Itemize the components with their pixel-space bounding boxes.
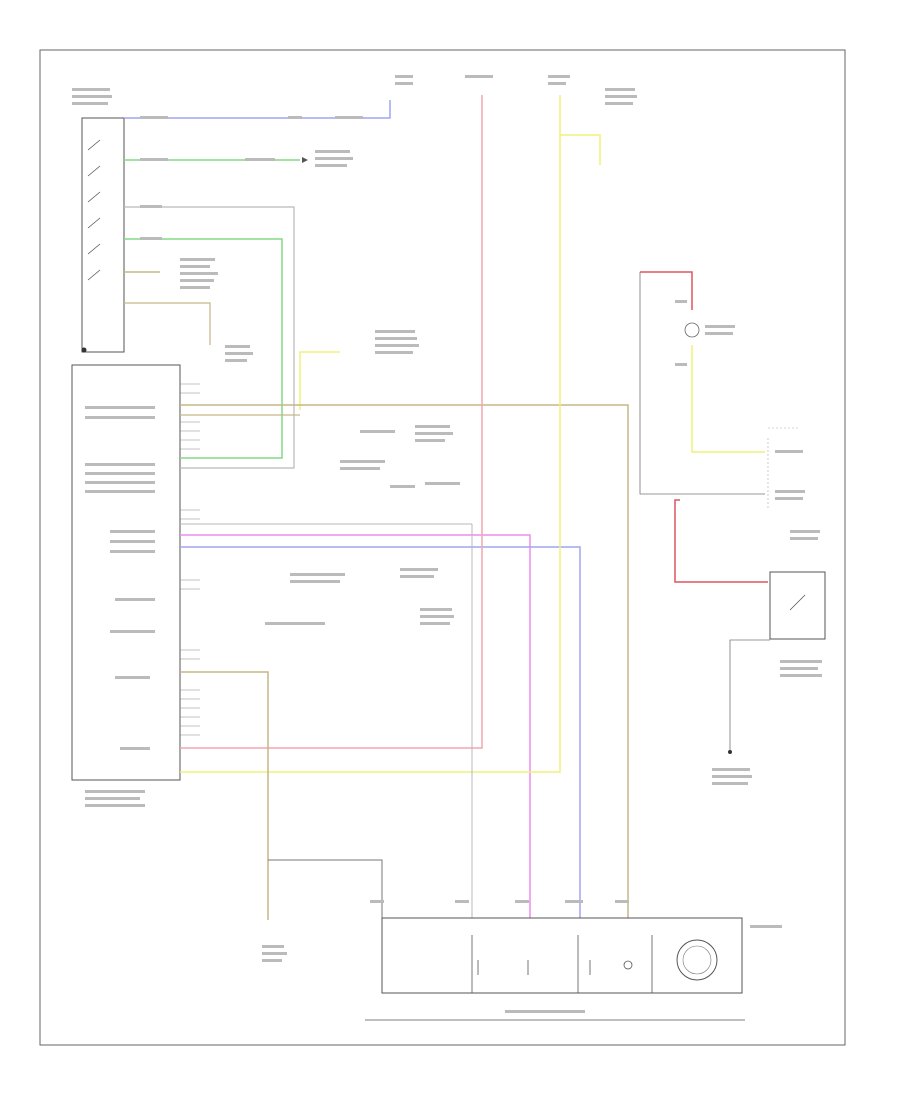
solenoid-coils	[477, 960, 633, 975]
wire-tan-long-1	[180, 404, 629, 918]
wire-yellow-lamp	[691, 345, 765, 453]
wire-blue-top	[124, 100, 391, 119]
multifunction-switch-box	[81, 117, 125, 353]
wire-yellow-branch	[560, 134, 601, 165]
control-module-box	[71, 364, 181, 781]
wire-solid-red-top	[640, 271, 693, 310]
wire-yellow-short	[299, 351, 340, 410]
range-sensor-switch	[789, 594, 806, 611]
switch-contacts	[87, 139, 101, 281]
module-pin-stubs	[180, 383, 200, 736]
wire-yellow-vertical	[180, 95, 561, 773]
indicator-lamp	[684, 322, 700, 338]
wire-gray-right	[639, 272, 765, 495]
ground-dot-right	[728, 750, 732, 754]
wire-red-vertical	[180, 95, 483, 749]
wire-solid-red-lower	[674, 499, 768, 583]
transmission-box	[381, 917, 743, 994]
wire-pink	[180, 534, 531, 918]
ground-dot	[81, 347, 87, 353]
connector-arrow	[302, 157, 308, 163]
speed-sensor-ring	[676, 939, 718, 981]
wire-tan-down	[180, 671, 269, 920]
wire-black	[268, 859, 383, 918]
wire-ground-right	[729, 639, 770, 750]
diagram-border	[39, 49, 846, 1046]
wire-green-2	[124, 238, 283, 459]
speed-sensor-core	[682, 945, 712, 975]
wire-gray-1	[124, 206, 295, 469]
wire-blue	[180, 546, 581, 918]
range-sensor-box	[769, 571, 826, 640]
faint-labels	[72, 75, 822, 1013]
wire-tan-stub-2	[124, 302, 211, 345]
